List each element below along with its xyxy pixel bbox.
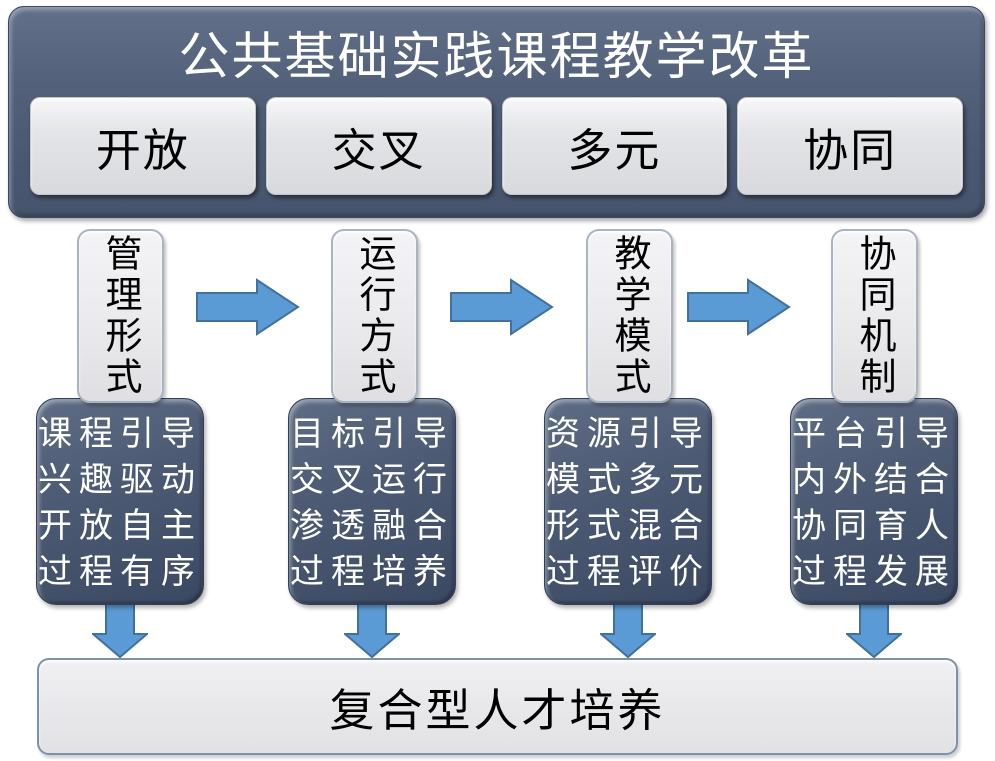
detail-line: 渗透融合 — [290, 508, 454, 545]
category-box-teaching: 教学模式 — [586, 229, 673, 403]
category-box-operation: 运行方式 — [331, 229, 418, 403]
principle-chip-cross: 交叉 — [265, 97, 492, 195]
detail-line: 开放自主 — [38, 508, 202, 545]
category-box-collaboration: 协同机制 — [831, 229, 918, 403]
page-title: 公共基础实践课程教学改革 — [178, 28, 815, 85]
detail-box-management: 课程引导 兴趣驱动 开放自主 过程有序 — [36, 398, 204, 605]
down-arrow-icon — [344, 601, 400, 659]
header-banner: 公共基础实践课程教学改革 开放 交叉 多元 协同 — [8, 6, 985, 218]
detail-line: 过程评价 — [546, 554, 710, 591]
detail-line: 过程培养 — [290, 554, 454, 591]
down-arrow-icon — [92, 601, 148, 659]
detail-line: 资源引导 — [546, 416, 710, 453]
detail-line: 兴趣驱动 — [38, 462, 202, 499]
right-arrow-icon — [196, 278, 300, 336]
detail-box-teaching: 资源引导 模式多元 形式混合 过程评价 — [544, 398, 712, 605]
detail-line: 过程发展 — [792, 554, 956, 591]
right-arrow-icon — [687, 278, 791, 336]
right-arrow-icon — [450, 278, 554, 336]
principle-chip-collab: 协同 — [737, 97, 963, 195]
detail-line: 模式多元 — [546, 462, 710, 499]
detail-box-operation: 目标引导 交叉运行 渗透融合 过程培养 — [288, 398, 456, 605]
detail-line: 交叉运行 — [290, 462, 454, 499]
detail-line: 目标引导 — [290, 416, 454, 453]
detail-line: 平台引导 — [792, 416, 956, 453]
outcome-bar: 复合型人才培养 — [37, 658, 958, 755]
detail-line: 课程引导 — [38, 416, 202, 453]
principle-chip-open: 开放 — [30, 97, 256, 195]
category-label: 协同机制 — [854, 234, 895, 398]
category-box-management: 管理形式 — [77, 229, 164, 403]
detail-line: 内外结合 — [792, 462, 956, 499]
category-label: 运行方式 — [354, 234, 395, 398]
detail-box-collaboration: 平台引导 内外结合 协同育人 过程发展 — [790, 398, 958, 605]
detail-line: 形式混合 — [546, 508, 710, 545]
detail-line: 协同育人 — [792, 508, 956, 545]
category-label: 管理形式 — [100, 234, 141, 398]
category-label: 教学模式 — [609, 234, 650, 398]
down-arrow-icon — [846, 601, 902, 659]
detail-line: 过程有序 — [38, 554, 202, 591]
down-arrow-icon — [600, 601, 656, 659]
principle-chip-row: 开放 交叉 多元 协同 — [30, 97, 963, 195]
principle-chip-diverse: 多元 — [501, 97, 728, 195]
